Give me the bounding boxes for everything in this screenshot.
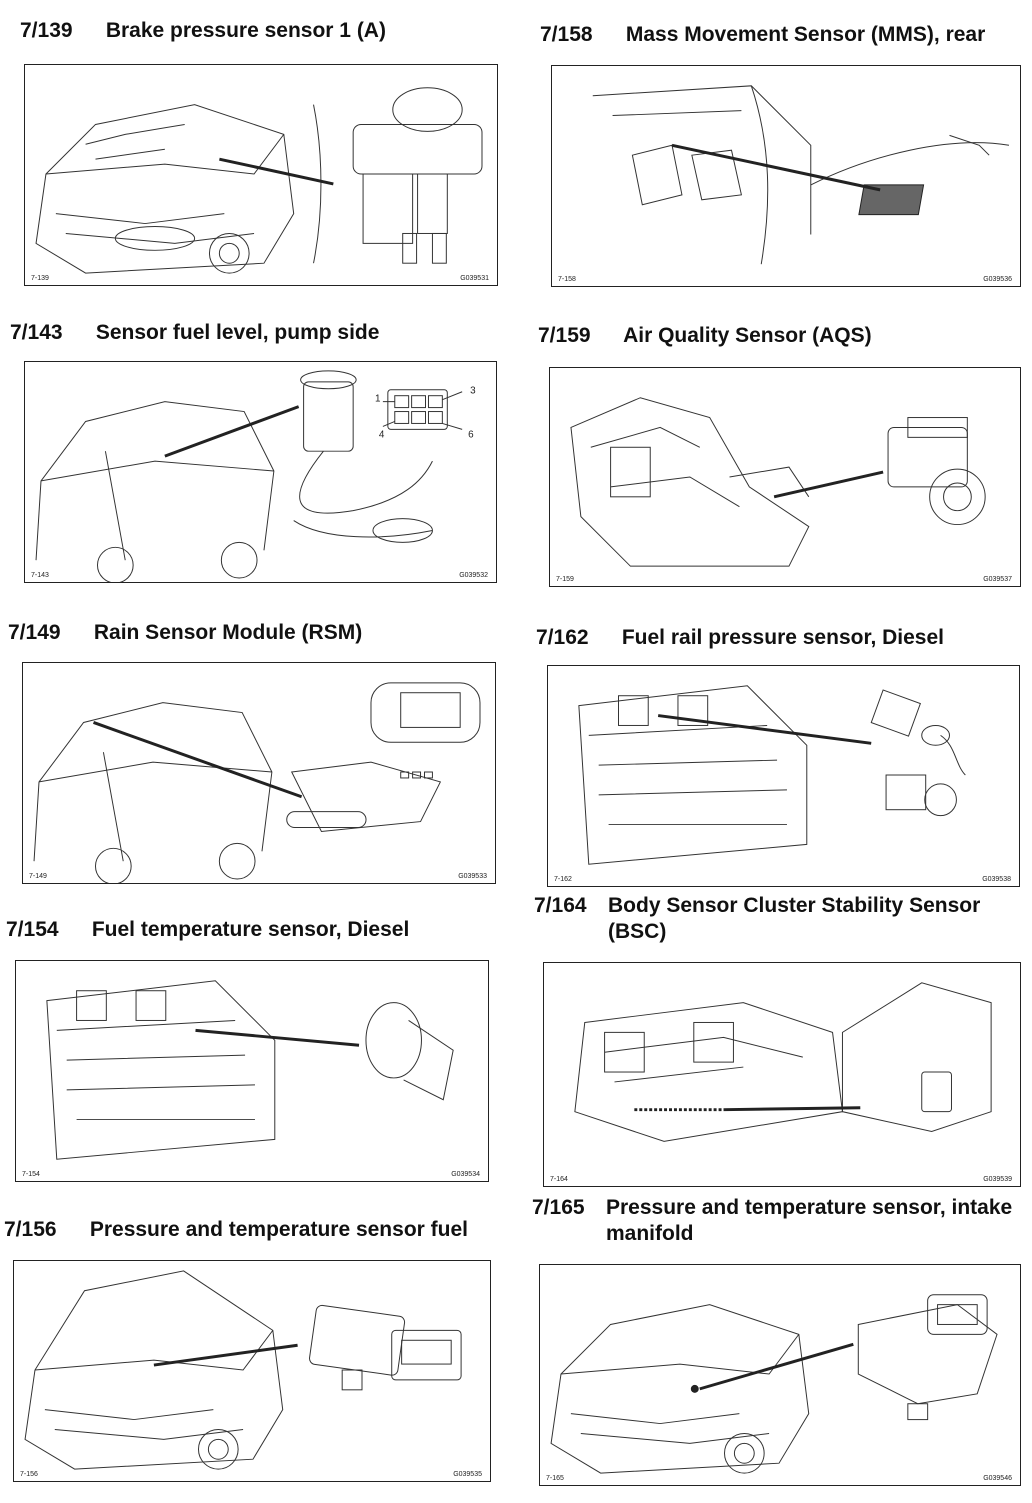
mass-movement-sensor-illustration [592, 85, 1010, 265]
section-title: 7/159 Air Quality Sensor (AQS) [538, 323, 872, 349]
leader-line [671, 143, 881, 192]
section-title: 7/164 Body Sensor Cluster Stability Sens… [534, 893, 1024, 945]
section-heading: Mass Movement Sensor (MMS), rear [625, 23, 986, 46]
fuel-pressure-temperature-sensor-illustration [24, 1270, 462, 1470]
section-title: 7/149 Rain Sensor Module (RSM) [8, 620, 362, 646]
section-title: 7/165 Pressure and temperature sensor, i… [532, 1195, 1022, 1247]
figure-number: 7-159 [556, 576, 574, 583]
leader-line [219, 157, 334, 186]
leader-line [699, 1342, 854, 1391]
figure-panel: 7-156 G039535 [13, 1260, 491, 1482]
figure-panel: 7-154 G039534 [15, 960, 489, 1182]
section-number: 7/158 [540, 23, 593, 46]
figure-panel: 7-158 G039536 [551, 65, 1021, 287]
section-heading: Pressure and temperature sensor, intake … [606, 1196, 1013, 1245]
section-number: 7/162 [536, 626, 589, 649]
figure-code: G039531 [460, 275, 489, 282]
section-title: 7/158 Mass Movement Sensor (MMS), rear [540, 22, 985, 48]
figure-panel: 7-164 G039539 [543, 962, 1021, 1187]
figure-code: G039538 [982, 876, 1011, 883]
section-title: 7/139 Brake pressure sensor 1 (A) [20, 18, 386, 44]
figure-panel: 7-139 G039531 [24, 64, 498, 286]
section-number: 7/165 [532, 1196, 585, 1219]
figure-code: G039537 [983, 576, 1012, 583]
section-heading: Air Quality Sensor (AQS) [623, 324, 872, 347]
section-heading: Rain Sensor Module (RSM) [93, 621, 363, 644]
section-heading: Sensor fuel level, pump side [95, 321, 380, 344]
figure-panel: 7-159 G039537 [549, 367, 1021, 587]
rain-sensor-illustration [33, 682, 481, 883]
section-number: 7/149 [8, 621, 61, 644]
figure-number: 7-139 [31, 275, 49, 282]
mms-sensor-shape [858, 184, 925, 216]
leader-line [93, 721, 303, 799]
sensor-location-marker [690, 1384, 699, 1393]
pin-label: 4 [379, 429, 385, 440]
section-heading: Fuel rail pressure sensor, Diesel [621, 626, 945, 649]
figure-number: 7-158 [558, 276, 576, 283]
figure-code: G039532 [459, 572, 488, 579]
section-heading: Fuel temperature sensor, Diesel [91, 918, 410, 941]
leader-line [723, 1106, 861, 1112]
figure-code: G039539 [983, 1176, 1012, 1183]
section-heading: Pressure and temperature sensor fuel [89, 1218, 468, 1241]
section-title: 7/154 Fuel temperature sensor, Diesel [6, 917, 409, 943]
leader-line [164, 405, 300, 458]
fuel-level-sensor-illustration: 1 3 4 6 [35, 370, 476, 582]
section-heading: Brake pressure sensor 1 (A) [105, 19, 386, 42]
figure-code: G039533 [458, 873, 487, 880]
pin-label: 1 [375, 394, 381, 405]
fuel-rail-pressure-sensor-illustration [578, 685, 966, 865]
section-heading: Body Sensor Cluster Stability Sensor (BS… [608, 894, 981, 943]
figure-code: G039546 [983, 1475, 1012, 1482]
leader-line [657, 714, 872, 745]
pin-label: 6 [468, 429, 474, 440]
figure-code: G039535 [453, 1471, 482, 1478]
brake-pressure-sensor-illustration [35, 87, 483, 274]
pin-label: 3 [470, 386, 476, 397]
section-title: 7/156 Pressure and temperature sensor fu… [4, 1217, 468, 1243]
figure-number: 7-154 [22, 1171, 40, 1178]
section-number: 7/156 [4, 1218, 57, 1241]
figure-panel: 7-162 G039538 [547, 665, 1020, 887]
section-number: 7/154 [6, 918, 59, 941]
figure-number: 7-164 [550, 1176, 568, 1183]
section-number: 7/164 [534, 894, 587, 917]
air-quality-sensor-illustration [570, 397, 986, 567]
fuel-temperature-sensor-illustration [46, 980, 454, 1160]
figure-number: 7-143 [31, 572, 49, 579]
figure-number: 7-149 [29, 873, 47, 880]
body-sensor-cluster-illustration [574, 982, 992, 1142]
figure-number: 7-165 [546, 1475, 564, 1482]
figure-panel: 7-165 G039546 [539, 1264, 1021, 1486]
figure-code: G039536 [983, 276, 1012, 283]
figure-panel: 7-149 G039533 [22, 662, 496, 884]
leader-line [153, 1343, 298, 1367]
section-number: 7/143 [10, 321, 63, 344]
leader-line [195, 1028, 360, 1047]
figure-number: 7-156 [20, 1471, 38, 1478]
figure-code: G039534 [451, 1171, 480, 1178]
section-number: 7/159 [538, 324, 591, 347]
intake-manifold-sensor-illustration [550, 1294, 998, 1474]
section-title: 7/143 Sensor fuel level, pump side [10, 320, 379, 346]
leader-line [773, 470, 884, 499]
section-number: 7/139 [20, 19, 73, 42]
figure-panel: 1 3 4 6 7-143 G039532 [24, 361, 497, 583]
figure-number: 7-162 [554, 876, 572, 883]
section-title: 7/162 Fuel rail pressure sensor, Diesel [536, 625, 944, 651]
